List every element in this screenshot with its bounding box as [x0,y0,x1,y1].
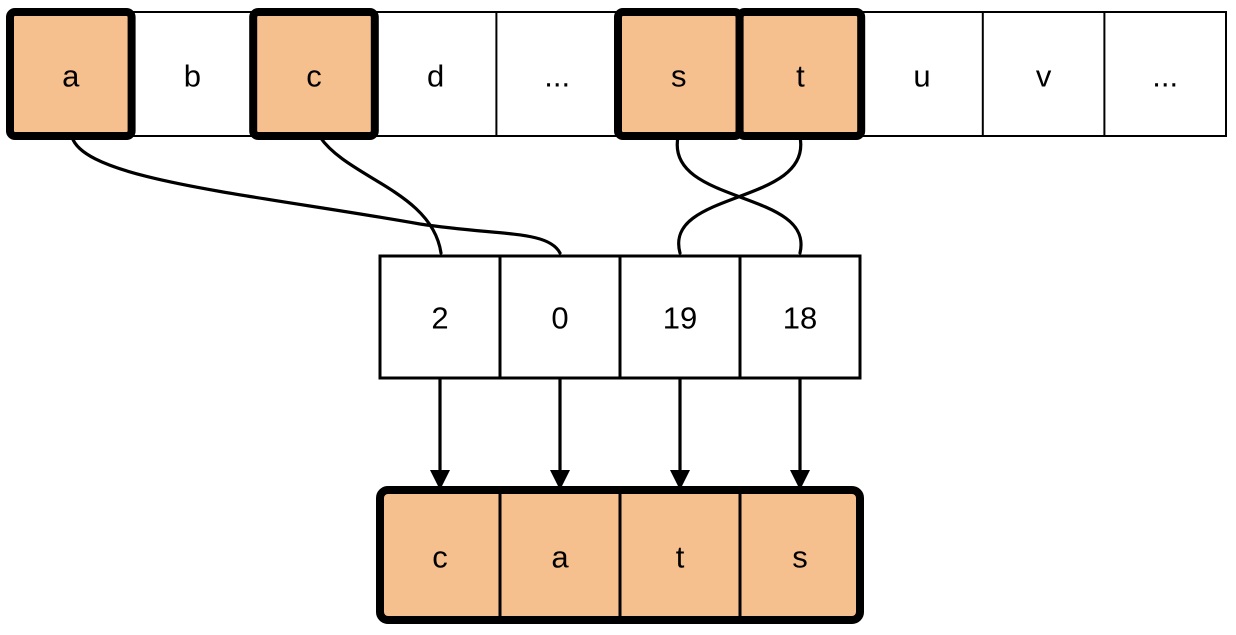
alphabet-cell-a [6,8,136,140]
alphabet-label-t: t [796,59,805,94]
connector-t-to-19 [677,135,803,255]
index-to-output-arrows [430,379,810,490]
index-cell-18 [738,254,862,380]
connector-a-to-0 [70,135,562,255]
alphabet-label-s: s [671,59,687,94]
arrow-head-icon [430,470,450,490]
output-cell-dividers [498,492,742,618]
arrow-head-icon [790,470,810,490]
connector-c-to-2 [318,135,443,255]
arrow-head-icon [550,470,570,490]
output-labels: c a t s [432,540,808,575]
alphabet-label-ellipsis: ... [544,59,570,94]
output-label-c: c [432,540,448,575]
output-label-t: t [676,540,685,575]
arrow-down-4 [790,379,810,490]
alphabet-label-v: v [1036,59,1052,94]
arrow-down-2 [550,379,570,490]
index-array: 2 0 19 18 [378,254,862,380]
alphabet-cell-t [735,8,866,140]
letter-to-index-connectors [70,135,803,255]
alphabet-label-u: u [913,59,930,94]
output-label-s: s [792,540,808,575]
output-label-a: a [551,540,569,575]
alphabet-label-ellipsis: ... [1152,59,1178,94]
arrow-down-3 [670,379,690,490]
index-label-2: 2 [431,301,448,336]
alphabet-array: a b c d ... s t u v ... [6,8,1227,140]
arrow-head-icon [670,470,690,490]
alphabet-cell-c [249,8,379,140]
alphabet-labels: a b c d ... s t u v ... [62,59,1178,94]
index-labels: 2 0 19 18 [431,301,817,336]
alphabet-highlighted-cells [6,8,866,140]
alphabet-label-d: d [427,59,444,94]
index-label-19: 19 [663,301,697,336]
index-label-0: 0 [551,301,568,336]
arrow-down-1 [430,379,450,490]
output-array: c a t s [376,486,864,624]
alphabet-label-c: c [306,59,322,94]
alphabet-label-a: a [62,59,80,94]
index-label-18: 18 [783,301,817,336]
alphabet-label-b: b [184,59,201,94]
